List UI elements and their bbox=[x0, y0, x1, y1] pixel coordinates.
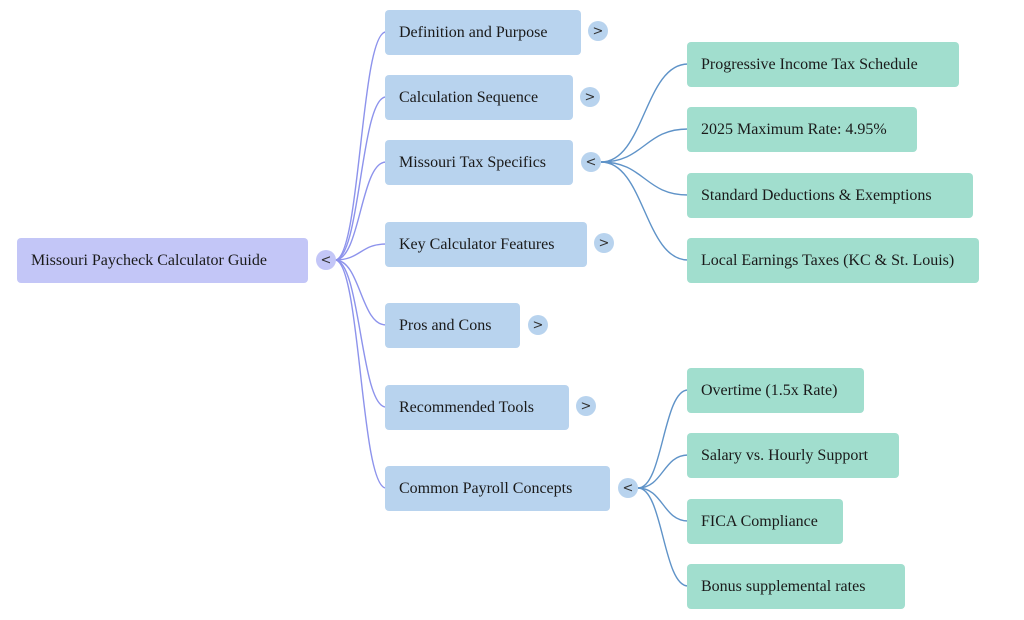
leaf-label: Progressive Income Tax Schedule bbox=[701, 55, 918, 73]
leaf-standard-deductions[interactable]: Standard Deductions & Exemptions bbox=[687, 173, 973, 218]
branch-definition-and-purpose[interactable]: Definition and Purpose bbox=[385, 10, 581, 55]
leaf-label: FICA Compliance bbox=[701, 512, 818, 530]
branch-label: Pros and Cons bbox=[399, 316, 492, 334]
leaf-salary-vs-hourly[interactable]: Salary vs. Hourly Support bbox=[687, 433, 899, 478]
collapse-toggle-payroll[interactable]: < bbox=[618, 478, 638, 498]
root-branch-connector bbox=[334, 259, 387, 326]
branch-pros-and-cons[interactable]: Pros and Cons bbox=[385, 303, 520, 348]
branch-label: Missouri Tax Specifics bbox=[399, 153, 547, 171]
root-branch-connector bbox=[334, 31, 387, 261]
payroll-leaf-connector bbox=[637, 389, 689, 489]
branch-recommended-tools[interactable]: Recommended Tools bbox=[385, 385, 569, 430]
root-branch-connector bbox=[334, 259, 387, 489]
payroll-leaf-connector bbox=[637, 487, 689, 522]
root-branch-connector bbox=[334, 161, 387, 261]
branch-common-payroll-concepts[interactable]: Common Payroll Concepts bbox=[385, 466, 610, 511]
collapse-toggle-missouri-tax[interactable]: < bbox=[581, 152, 601, 172]
leaf-label: Local Earnings Taxes (KC & St. Louis) bbox=[701, 251, 955, 269]
leaf-progressive-income-tax[interactable]: Progressive Income Tax Schedule bbox=[687, 42, 959, 87]
branch-label: Common Payroll Concepts bbox=[399, 479, 573, 497]
tax-leaf-connector bbox=[600, 63, 689, 163]
leaf-overtime-rate[interactable]: Overtime (1.5x Rate) bbox=[687, 368, 864, 413]
branch-label: Key Calculator Features bbox=[399, 235, 555, 253]
branch-label: Recommended Tools bbox=[399, 398, 535, 416]
leaf-label: Salary vs. Hourly Support bbox=[701, 446, 869, 464]
branch-key-calculator-features[interactable]: Key Calculator Features bbox=[385, 222, 587, 267]
leaf-label: 2025 Maximum Rate: 4.95% bbox=[701, 120, 887, 138]
leaf-label: Overtime (1.5x Rate) bbox=[701, 381, 838, 399]
leaf-bonus-supplemental-rates[interactable]: Bonus supplemental rates bbox=[687, 564, 905, 609]
tax-leaf-connector bbox=[600, 161, 689, 261]
payroll-leaf-connector bbox=[637, 487, 689, 587]
branch-missouri-tax-specifics[interactable]: Missouri Tax Specifics bbox=[385, 140, 573, 185]
expand-toggle-pros-cons[interactable]: > bbox=[528, 315, 548, 335]
root-branch-connector bbox=[334, 243, 387, 261]
root-branch-connector bbox=[334, 259, 387, 408]
expand-toggle-definition[interactable]: > bbox=[588, 21, 608, 41]
leaf-label: Bonus supplemental rates bbox=[701, 577, 866, 595]
tax-leaf-connector bbox=[600, 128, 689, 163]
leaf-2025-maximum-rate[interactable]: 2025 Maximum Rate: 4.95% bbox=[687, 107, 917, 152]
branch-label: Calculation Sequence bbox=[399, 88, 539, 106]
leaf-fica-compliance[interactable]: FICA Compliance bbox=[687, 499, 843, 544]
leaf-label: Standard Deductions & Exemptions bbox=[701, 186, 932, 204]
root-collapse-toggle[interactable]: < bbox=[316, 250, 336, 270]
tax-leaf-connector bbox=[600, 161, 689, 196]
expand-toggle-features[interactable]: > bbox=[594, 233, 614, 253]
expand-toggle-calculation[interactable]: > bbox=[580, 87, 600, 107]
root-node[interactable]: Missouri Paycheck Calculator Guide bbox=[17, 238, 308, 283]
expand-toggle-tools[interactable]: > bbox=[576, 396, 596, 416]
root-branch-connector bbox=[334, 96, 387, 261]
leaf-local-earnings-taxes[interactable]: Local Earnings Taxes (KC & St. Louis) bbox=[687, 238, 979, 283]
branch-calculation-sequence[interactable]: Calculation Sequence bbox=[385, 75, 573, 120]
payroll-leaf-connector bbox=[637, 454, 689, 489]
root-node-label: Missouri Paycheck Calculator Guide bbox=[31, 251, 267, 269]
branch-label: Definition and Purpose bbox=[399, 23, 548, 41]
